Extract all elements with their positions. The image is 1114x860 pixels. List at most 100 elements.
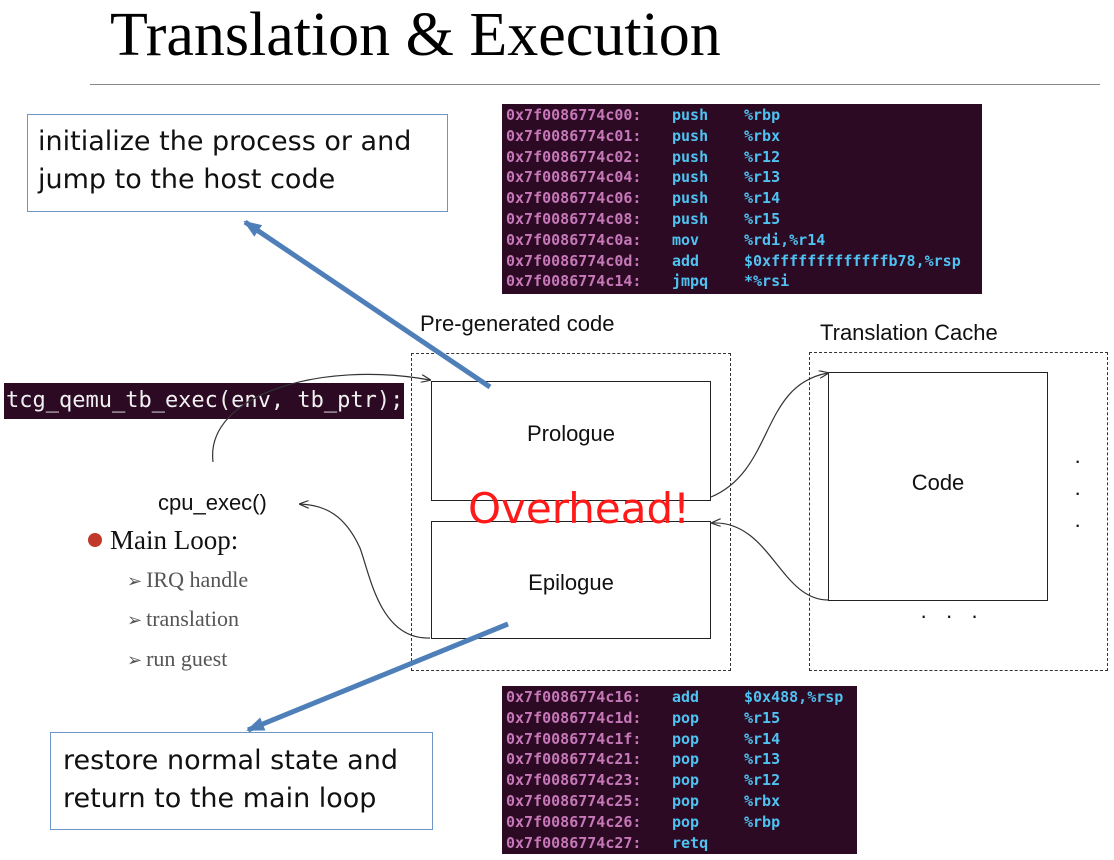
- asm-opcode: pop: [672, 729, 700, 748]
- asm-row: 0x7f0086774c16:add$0x488,%rsp: [506, 687, 853, 708]
- code-block: [828, 372, 1048, 601]
- asm-address: 0x7f0086774c14:: [506, 272, 642, 291]
- asm-operand: %rbp: [744, 812, 781, 831]
- callout-bottom-line-2: return to the main loop: [63, 783, 377, 814]
- epilogue-label: Epilogue: [528, 570, 614, 595]
- asm-row: 0x7f0086774c06: push %r14: [506, 188, 978, 209]
- asm-row: 0x7f0086774c0d: add $0xfffffffffffffb78,%r…: [506, 251, 978, 272]
- translation-cache-region: [809, 352, 1108, 671]
- asm-opcode: push: [672, 147, 709, 166]
- asm-opcode: retq: [672, 833, 709, 852]
- asm-row: 0x7f0086774c08: push %r15: [506, 209, 978, 230]
- asm-operand: %r14: [744, 189, 781, 208]
- asm-opcode: add: [672, 251, 700, 270]
- asm-row: 0x7f0086774c1f: pop %r14: [506, 729, 853, 750]
- right-arrowhead-icon: ➢: [127, 650, 143, 670]
- asm-operand: $0xfffffffffffffb78,%rsp: [744, 251, 961, 270]
- asm-address: 0x7f0086774c21:: [506, 750, 642, 769]
- main-loop-item: ➢translation: [127, 606, 239, 632]
- prologue-to-code-connector: [710, 373, 828, 498]
- callout-bottom-line-1: restore normal state and: [63, 745, 398, 776]
- prologue-assembly-listing: 0x7f0086774c00:push%rbp 0x7f0086774c01:p…: [502, 104, 982, 294]
- asm-opcode: pop: [672, 771, 700, 790]
- asm-address: 0x7f0086774c1f:: [506, 729, 642, 748]
- asm-opcode: push: [672, 168, 709, 187]
- asm-opcode: jmpq: [672, 272, 709, 291]
- vertical-ellipsis-dot: ·: [1074, 448, 1082, 473]
- asm-row: 0x7f0086774c25:pop%rbx: [506, 791, 853, 812]
- main-loop-heading: Main Loop:: [88, 525, 238, 556]
- asm-operand: %rbx: [744, 791, 781, 810]
- asm-opcode: add: [672, 688, 700, 706]
- asm-address: 0x7f0086774c0d:: [506, 251, 642, 270]
- asm-opcode: push: [672, 126, 709, 145]
- prologue-label: Prologue: [526, 421, 616, 446]
- epilogue-assembly-listing: 0x7f0086774c16:add$0x488,%rsp 0x7f008677…: [502, 686, 857, 854]
- asm-opcode: pop: [672, 750, 700, 769]
- asm-row: 0x7f0086774c0a: mov %rdi,%r14: [506, 230, 978, 251]
- asm-row: 0x7f0086774c02: push %r12: [506, 147, 978, 168]
- main-loop-item-text: run guest: [146, 646, 228, 671]
- asm-address: 0x7f0086774c06:: [506, 189, 642, 208]
- callout-restore: restore normal state and return to the m…: [50, 732, 433, 830]
- right-arrowhead-icon: ➢: [127, 610, 143, 630]
- callout-top-arrow: [243, 219, 492, 390]
- title-underline: [90, 84, 1100, 85]
- prologue-block: [431, 381, 711, 501]
- overhead-annotation: Overhead!: [468, 484, 690, 533]
- asm-opcode: mov: [672, 230, 700, 249]
- asm-operand: %rbp: [744, 106, 781, 124]
- right-arrowhead-icon: ➢: [127, 571, 143, 591]
- exec-to-prologue-connector: [212, 373, 430, 463]
- asm-address: 0x7f0086774c04:: [506, 168, 642, 187]
- pregenerated-code-label: Pre-generated code: [420, 311, 615, 336]
- code-to-epilogue-connector: [712, 523, 829, 601]
- asm-operand: %r12: [744, 771, 781, 790]
- callout-bottom-arrow: [246, 621, 509, 733]
- asm-address: 0x7f0086774c16:: [506, 688, 642, 706]
- asm-operand: %rdi,%r14: [744, 230, 826, 249]
- main-loop-item: ➢IRQ handle: [127, 567, 248, 593]
- epilogue-to-cpu-exec-connector: [300, 504, 431, 639]
- asm-operand: %r13: [744, 750, 781, 769]
- tb-exec-call: tcg_qemu_tb_exec(env, tb_ptr);: [4, 383, 404, 419]
- cpu-exec-label: cpu_exec(): [158, 490, 267, 515]
- asm-address: 0x7f0086774c02:: [506, 147, 642, 166]
- slide-title: Translation & Execution: [110, 1, 721, 69]
- asm-operand: %r15: [744, 708, 781, 727]
- vertical-ellipsis-dot: ·: [1074, 512, 1082, 537]
- asm-operand: %r15: [744, 209, 781, 228]
- asm-opcode: pop: [672, 791, 700, 810]
- asm-address: 0x7f0086774c27:: [506, 833, 642, 852]
- main-loop-text: Main Loop:: [110, 525, 239, 555]
- asm-opcode: pop: [672, 708, 700, 727]
- asm-row: 0x7f0086774c23:pop%r12: [506, 770, 853, 791]
- epilogue-block: [431, 521, 711, 639]
- asm-opcode: push: [672, 189, 709, 208]
- asm-address: 0x7f0086774c00:: [506, 106, 642, 124]
- asm-address: 0x7f0086774c0a:: [506, 230, 642, 249]
- main-loop-item: ➢run guest: [127, 646, 227, 672]
- asm-operand: %r12: [744, 147, 781, 166]
- asm-row: 0x7f0086774c27: retq: [506, 833, 853, 854]
- asm-row: 0x7f0086774c1d: pop %r15: [506, 708, 853, 729]
- callout-top-line-1: initialize the process or and: [38, 126, 412, 157]
- asm-opcode: push: [672, 209, 709, 228]
- asm-address: 0x7f0086774c08:: [506, 209, 642, 228]
- main-loop-item-text: translation: [146, 606, 239, 631]
- horizontal-ellipsis: · · ·: [920, 603, 985, 628]
- asm-operand: %rbx: [744, 126, 781, 145]
- asm-opcode: pop: [672, 812, 700, 831]
- asm-row: 0x7f0086774c00: push %rbp: [506, 105, 978, 126]
- asm-row: 0x7f0086774c21: pop %r13: [506, 749, 853, 770]
- bullet-dot-icon: [88, 533, 102, 547]
- asm-address: 0x7f0086774c1d:: [506, 708, 642, 727]
- asm-opcode: push: [672, 106, 709, 124]
- asm-operand: *%rsi: [744, 272, 790, 291]
- code-label: Code: [911, 470, 965, 495]
- asm-operand: %r13: [744, 168, 781, 187]
- callout-top-line-2: jump to the host code: [38, 164, 336, 195]
- asm-operand: %r14: [744, 729, 781, 748]
- asm-row: 0x7f0086774c26:pop%rbp: [506, 812, 853, 833]
